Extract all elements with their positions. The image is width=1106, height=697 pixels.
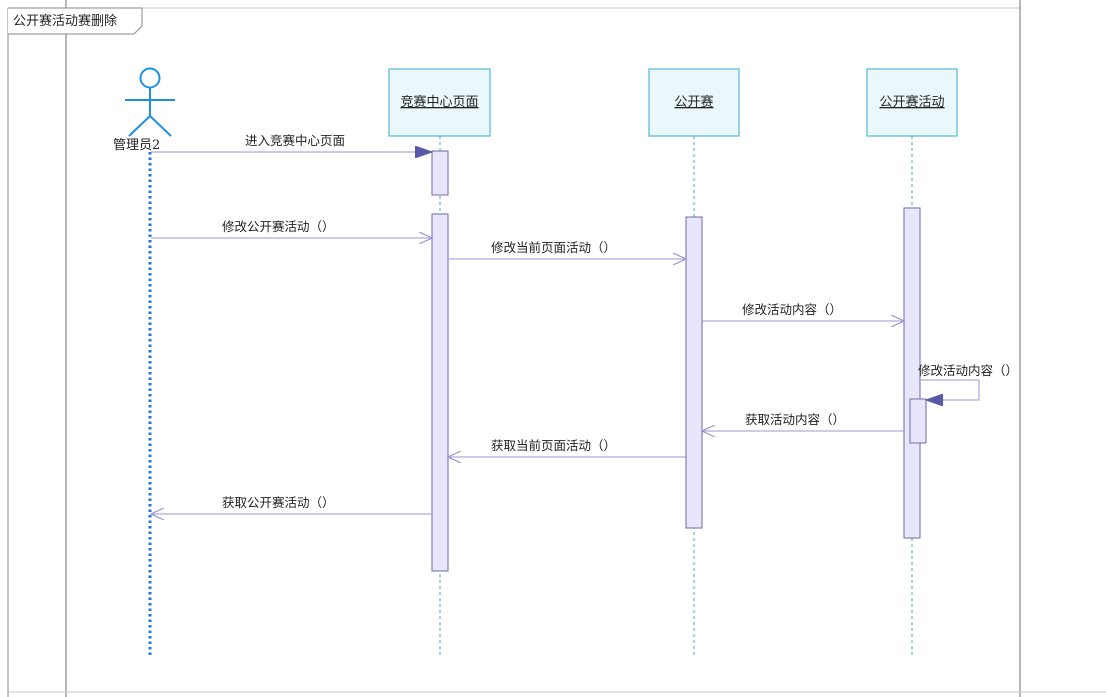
message-get-open-activity: 获取公开赛活动（）: [151, 495, 432, 514]
actor-admin: 管理员2: [113, 67, 175, 153]
lifeline-label: 公开赛: [674, 94, 713, 110]
activation-bar: [909, 398, 927, 444]
lifeline-label: 公开赛活动: [879, 94, 944, 110]
message-label: 修改活动内容（）: [742, 302, 842, 317]
message-modify-open-activity: 修改公开赛活动（）: [151, 219, 432, 238]
stick-figure-icon: [125, 67, 175, 137]
message-get-current-page-activity: 获取当前页面活动（）: [448, 438, 686, 457]
message-label: 修改公开赛活动（）: [222, 219, 335, 234]
message-label: 获取当前页面活动（）: [491, 438, 616, 453]
message-label: 进入竞赛中心页面: [245, 133, 345, 148]
message-modify-activity-content: 修改活动内容（）: [702, 302, 904, 321]
frame-border: [7, 0, 1106, 697]
lifeline-label: 竞赛中心页面: [400, 94, 478, 110]
message-enter-center-page: 进入竞赛中心页面: [151, 133, 432, 152]
lifeline-open-competition: 公开赛: [648, 68, 740, 655]
activation-bar: [685, 216, 703, 529]
message-label: 获取活动内容（）: [745, 412, 845, 427]
activation-bars: [431, 150, 927, 572]
activation-bar: [431, 213, 449, 572]
messages: 进入竞赛中心页面 修改公开赛活动（） 修改当前页面活动（） 修改活动内容（） 修…: [151, 133, 1018, 514]
message-get-activity-content: 获取活动内容（）: [702, 412, 904, 431]
message-self-modify-activity-content: 修改活动内容（）: [918, 363, 1018, 400]
frame-tab: 公开赛活动赛删除: [8, 7, 143, 35]
message-modify-current-page-activity: 修改当前页面活动（）: [448, 240, 686, 259]
lifeline-open-competition-activity: 公开赛活动: [866, 68, 958, 655]
frame-title: 公开赛活动赛删除: [13, 13, 117, 29]
message-label: 获取公开赛活动（）: [222, 495, 335, 510]
message-label: 修改当前页面活动（）: [491, 240, 616, 255]
activation-bar: [903, 207, 921, 539]
actor-label: 管理员2: [113, 138, 160, 153]
message-label: 修改活动内容（）: [918, 363, 1018, 378]
activation-bar: [431, 150, 449, 196]
